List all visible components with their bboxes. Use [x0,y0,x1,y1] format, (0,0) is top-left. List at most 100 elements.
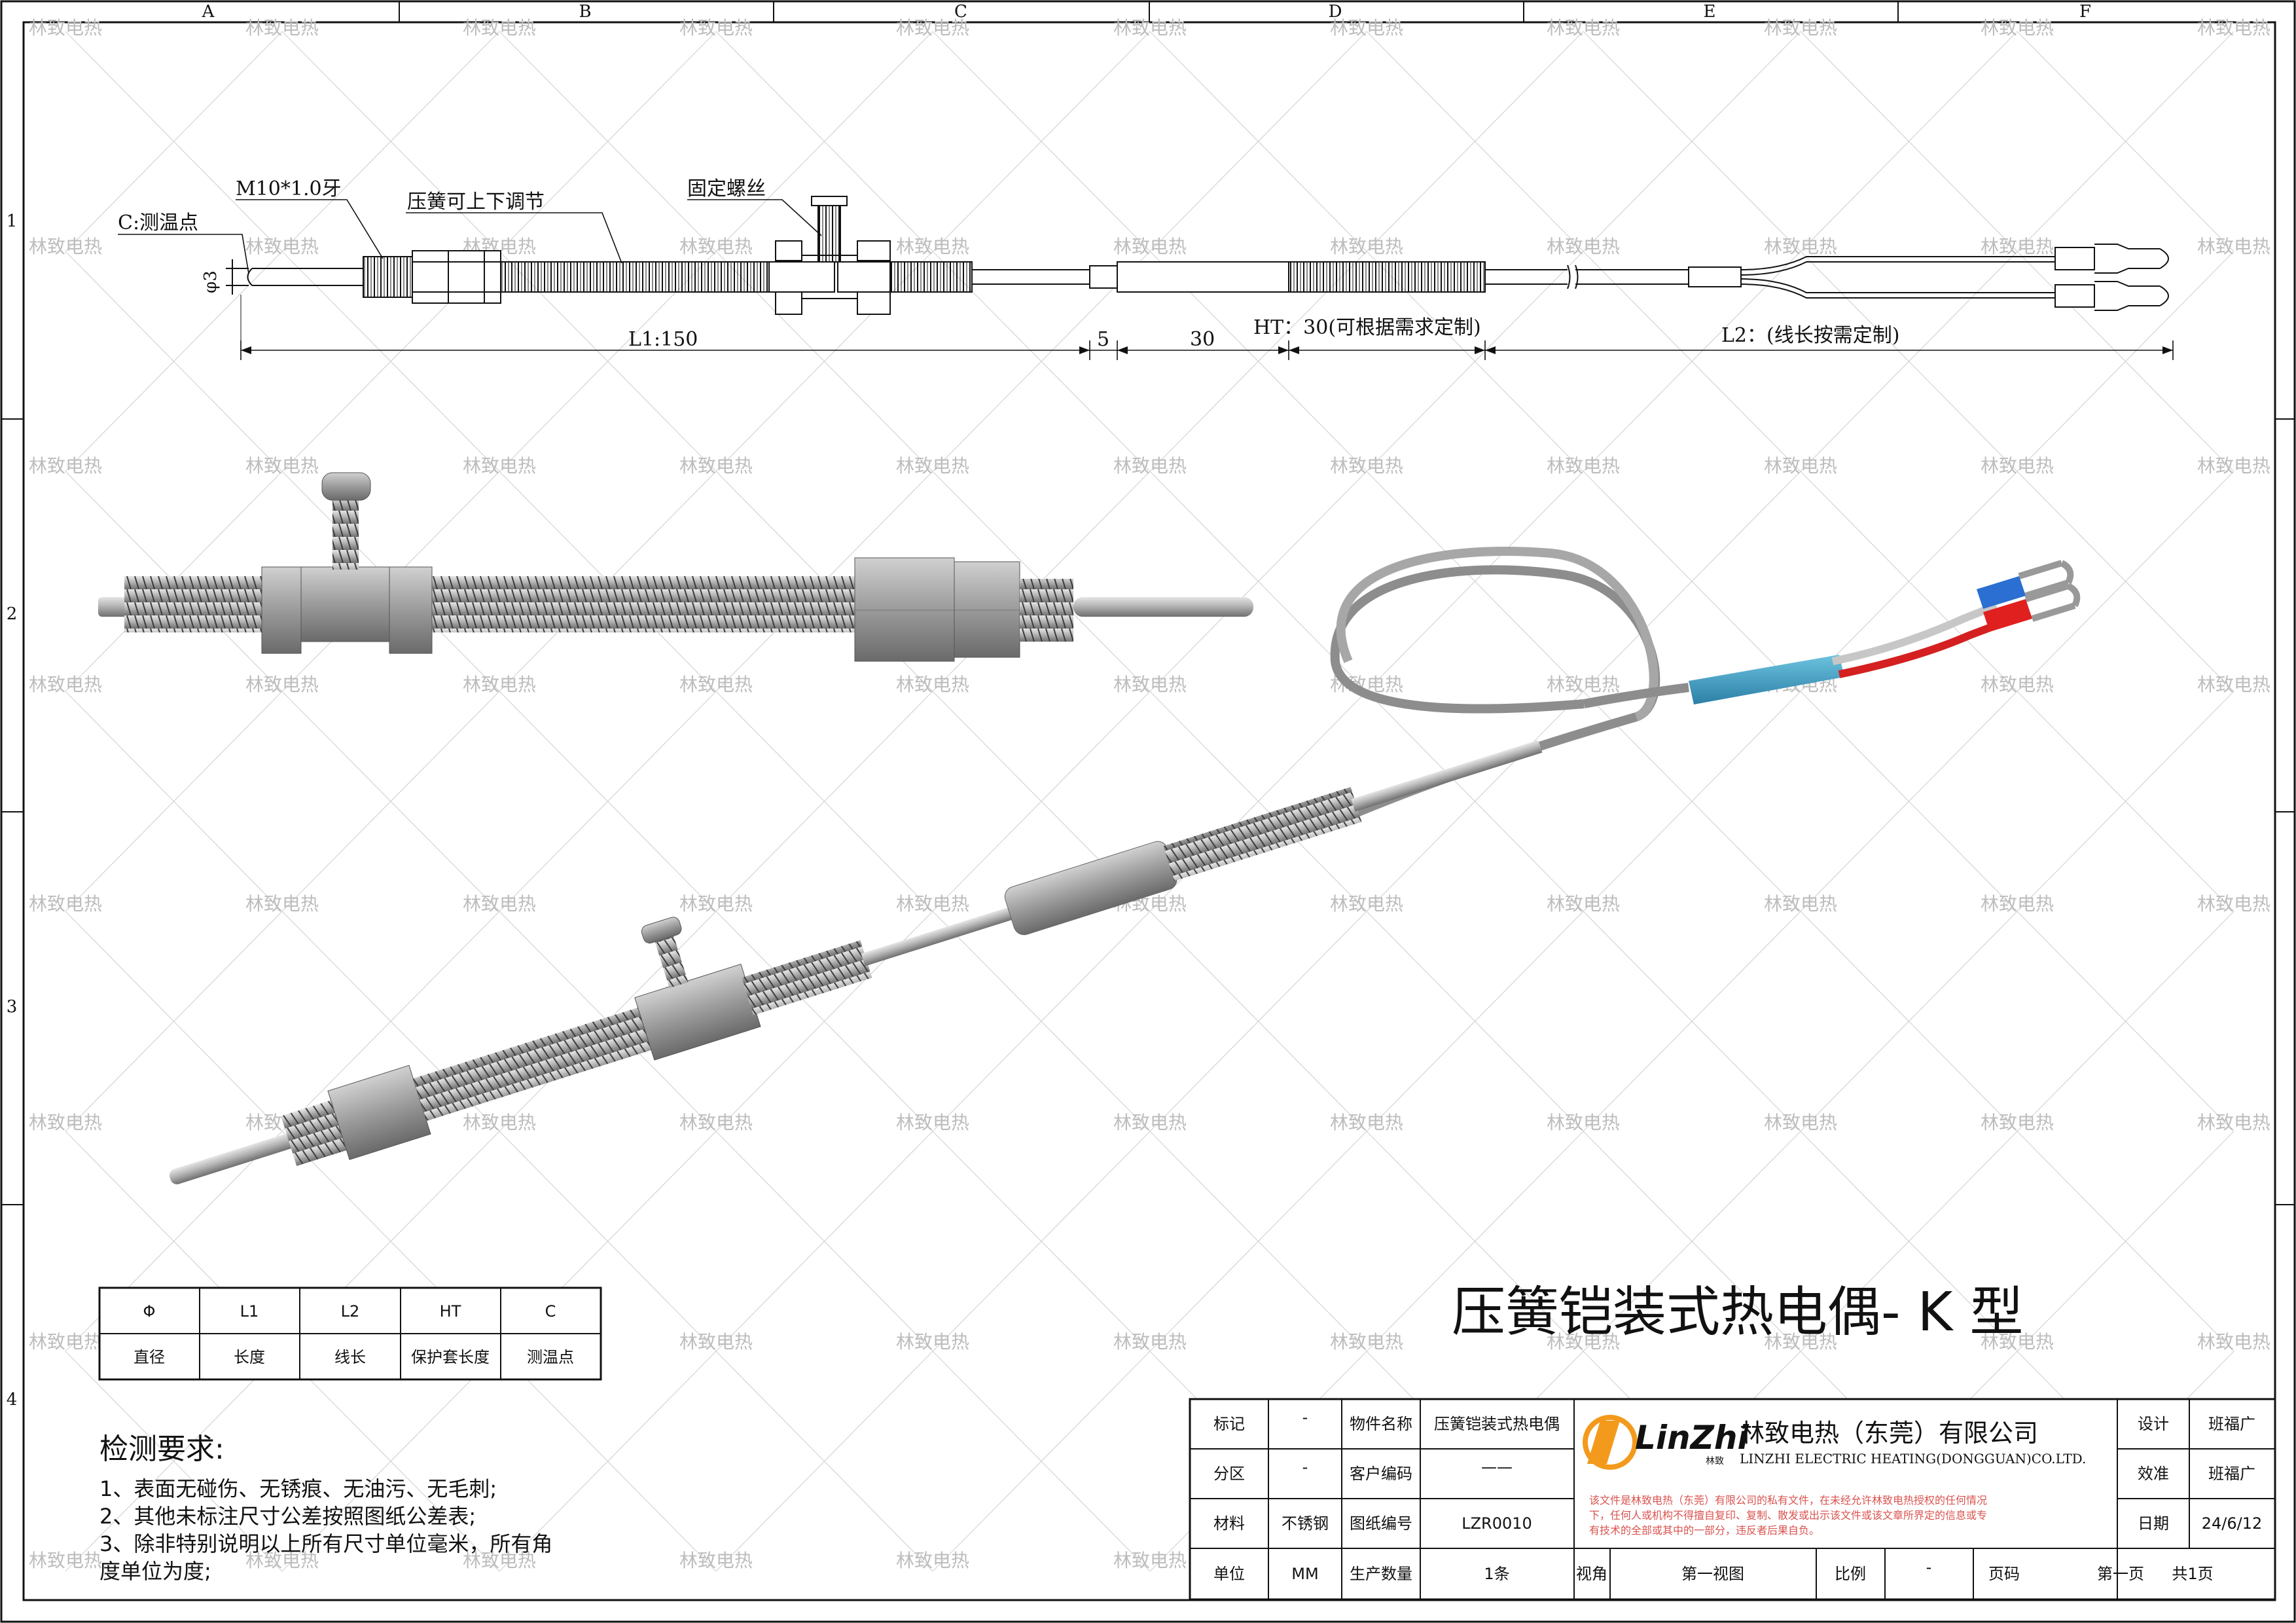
watermark-label: 林致电热 [1981,17,2054,39]
watermark-line [1366,251,1584,472]
parameter-table: Φ L1 L2 HT C 直径 长度 线长 保护套长度 测温点 [98,1286,602,1381]
tb-value-quantity: 1条 [1484,1565,1509,1583]
watermark-label: 林致电热 [896,17,969,39]
watermark-line [1583,691,1801,912]
param-header-c: C [545,1302,556,1321]
watermark-line [715,1351,933,1572]
label-thread: M10*1.0牙 [236,177,342,200]
param-value-sheath-length: 保护套长度 [411,1348,490,1366]
watermark-line [1800,911,2018,1132]
watermark-label: 林致电热 [679,1331,753,1353]
watermark-label: 林致电热 [1330,236,1403,257]
watermark-line [715,1131,933,1352]
watermark-line [281,1351,500,1572]
watermark-label: 林致电热 [2197,674,2270,695]
tb-value-unit: MM [1291,1565,1318,1583]
tb-value-date: 24/6/12 [2202,1514,2263,1533]
tb-label-scale: 比例 [1835,1565,1866,1583]
tb-value-scale: - [1926,1558,1932,1577]
watermark-label: 林致电热 [1330,1331,1403,1353]
watermark-label: 林致电热 [463,1550,536,1571]
confidentiality-notice: 该文件是林致电热（东莞）有限公司的私有文件，在未经允许林致电热授权的任何情况 下… [1589,1494,1987,1537]
watermark-label: 林致电热 [1764,236,1837,257]
watermark-line [1366,31,1584,252]
watermark-label: 林致电热 [1113,1550,1187,1571]
tb-value-part-name: 压簧铠装式热电偶 [1434,1415,1560,1433]
drawing-labels: C:测温点 M10*1.0牙 压簧可上下调节 固定螺丝 φ3 L1:150 5 … [118,177,1899,351]
watermark-line [2017,251,2234,472]
watermark-label: 林致电热 [2197,1112,2270,1133]
watermark-label: 林致电热 [1113,236,1187,257]
watermark-label: 林致电热 [245,893,319,915]
watermark-label: 林致电热 [1981,236,2054,257]
tb-label-mark: 标记 [1213,1415,1245,1433]
tb-label-drawing-no: 图纸编号 [1350,1514,1412,1533]
watermark-label: 林致电热 [1981,893,2054,915]
watermark-line [1583,471,1801,692]
watermark-label: 林致电热 [245,236,319,257]
watermark-label: 林致电热 [1547,674,1620,695]
watermark-label: 林致电热 [29,1550,102,1571]
watermark-line [932,1351,1151,1572]
watermark-line [1583,1131,1801,1352]
watermark-line [932,691,1151,912]
watermark-label: 林致电热 [1764,455,1837,477]
watermark-line [1149,471,1367,692]
tb-value-zone: - [1302,1458,1308,1476]
requirements-heading: 检测要求: [99,1432,224,1466]
watermark-label: 林致电热 [1113,674,1187,695]
watermark-label: 林致电热 [1547,1331,1620,1353]
param-value-length: 长度 [234,1348,265,1366]
watermark-line [1583,911,1801,1132]
notice-line-3: 有技术的全部或其中的一部分，违反者后果自负。 [1589,1524,1820,1537]
watermark-label: 林致电热 [679,236,753,257]
tb-value-mark: - [1302,1408,1308,1427]
watermark-line [932,1131,1151,1352]
watermark-label: 林致电热 [679,17,753,39]
inspection-requirements: 检测要求: 1、表面无碰伤、无锈痕、无油污、无毛刺; 2、其他未标注尺寸公差按照… [99,1432,552,1584]
watermark-label: 林致电热 [1113,455,1187,477]
watermark-label: 林致电热 [1764,17,1837,39]
requirement-3: 3、除非特别说明以上所有尺寸单位毫米，所有角 [99,1531,552,1556]
tb-label-unit: 单位 [1213,1565,1245,1583]
watermark-line [281,911,500,1132]
watermark-line [281,691,500,912]
watermark-grid [65,31,2234,1572]
watermark-label: 林致电热 [29,893,102,915]
watermark-label: 林致电热 [29,674,102,695]
watermark-label: 林致电热 [29,1112,102,1133]
requirement-2: 2、其他未标注尺寸公差按照图纸公差表; [99,1504,476,1529]
zone-labels: A B C D E F 1 2 3 4 [7,2,2091,1410]
watermark-line [65,691,283,912]
dim-l2: L2：(线长按需定制) [1721,324,1899,347]
watermark-label: 林致电热 [2197,893,2270,915]
watermark-label: 林致电热 [1547,17,1620,39]
watermark-label: 林致电热 [463,893,536,915]
watermark-label: 林致电热 [29,236,102,257]
param-value-wire-length: 线长 [334,1348,366,1366]
watermark-line [2017,1131,2234,1352]
tb-label-quantity: 生产数量 [1350,1565,1412,1583]
watermark-label: 林致电热 [1764,893,1837,915]
watermark-label: 林致电热 [2197,455,2270,477]
watermark-label: 林致电热 [896,236,969,257]
watermark-label: 林致电热 [1547,893,1620,915]
watermark-label: 林致电热 [245,455,319,477]
param-value-diameter: 直径 [134,1348,165,1366]
watermark-label: 林致电热 [2197,1331,2270,1353]
watermark-label: 林致电热 [1113,1331,1187,1353]
watermark-label: 林致电热 [463,17,536,39]
company-name-cn: 林致电热（东莞）有限公司 [1740,1419,2038,1448]
zone-row-1: 1 [7,211,18,231]
watermark-label: 林致电热 [1981,1112,2054,1133]
side-view-drawing [118,196,2174,360]
dim-thirty: 30 [1190,328,1215,351]
tb-label-view: 视角 [1576,1565,1607,1583]
watermark-label: 林致电热 [1330,17,1403,39]
watermark-label: 林致电热 [1330,893,1403,915]
watermark-label: 林致电热 [896,893,969,915]
watermark-label: 林致电热 [463,455,536,477]
label-spring: 压簧可上下调节 [407,191,545,213]
tb-value-design: 班福广 [2208,1415,2255,1433]
watermark-line [932,31,1151,252]
